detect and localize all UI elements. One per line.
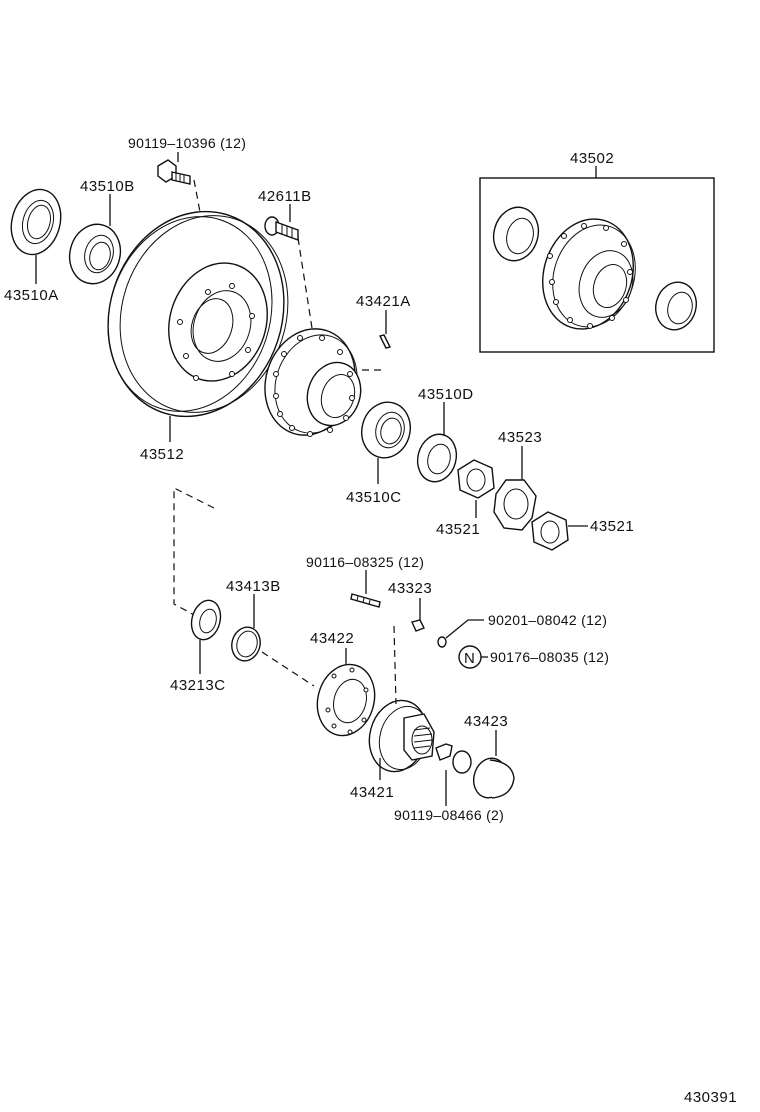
hub-bolt-42611B (264, 216, 299, 241)
label-washer-90201-08042: 90201–08042 (12) (488, 612, 607, 628)
bearing-43510B (68, 223, 122, 285)
label-nut-43521-right: 43521 (590, 518, 634, 535)
lock-washer-43523 (493, 479, 537, 531)
flange-43421 (368, 699, 435, 773)
stud-90116-08325 (350, 593, 381, 608)
label-washer-43510D: 43510D (418, 386, 474, 403)
label-gasket-43422: 43422 (310, 630, 354, 647)
brake-rotor-43512 (107, 210, 289, 418)
washer-43510D (416, 433, 458, 483)
gasket-43422 (316, 663, 376, 737)
label-bearing-43510B: 43510B (80, 178, 135, 195)
label-bolt-90119-10396: 90119–10396 (12) (128, 135, 246, 151)
bolt-90119-10396 (157, 159, 191, 185)
label-nut-90176-08035: 90176–08035 (12) (490, 649, 609, 665)
nut-43521-right (531, 511, 569, 551)
bearing-43510C (361, 401, 411, 459)
washer-90201-08042 (437, 636, 447, 648)
front-axle-hub (264, 328, 362, 437)
label-hub-assembly-43502: 43502 (570, 150, 614, 167)
hub-cap-43423 (473, 757, 515, 799)
label-pin-43421A: 43421A (356, 293, 411, 310)
oil-seal-43510A (10, 188, 62, 256)
label-part-43323: 43323 (388, 580, 432, 597)
snap-ring-43413B (231, 626, 261, 662)
nut-43521-left (457, 459, 495, 499)
new-part-marker-letter: N (464, 650, 475, 667)
label-bearing-43510C: 43510C (346, 489, 402, 506)
pin-43421A (378, 334, 392, 349)
label-oil-seal-43213C: 43213C (170, 677, 226, 694)
part-43323 (411, 619, 425, 632)
label-brake-rotor-43512: 43512 (140, 446, 184, 463)
label-bolt-90119-08466: 90119–08466 (2) (394, 807, 504, 823)
bolt-90119-08466 (435, 743, 472, 774)
label-hub-cap-43423: 43423 (464, 713, 508, 730)
label-oil-seal-43510A: 43510A (4, 287, 59, 304)
label-flange-43421: 43421 (350, 784, 394, 801)
label-nut-43521-left: 43521 (436, 521, 480, 538)
label-lock-washer-43523: 43523 (498, 429, 542, 446)
figure-number: 430391 (684, 1089, 737, 1106)
hub-assembly-43502 (479, 177, 715, 353)
label-stud-90116-08325: 90116–08325 (12) (306, 554, 424, 570)
oil-seal-43213C (190, 599, 222, 641)
label-hub-bolt-42611B: 42611B (258, 188, 312, 205)
label-snap-ring-43413B: 43413B (226, 578, 281, 595)
